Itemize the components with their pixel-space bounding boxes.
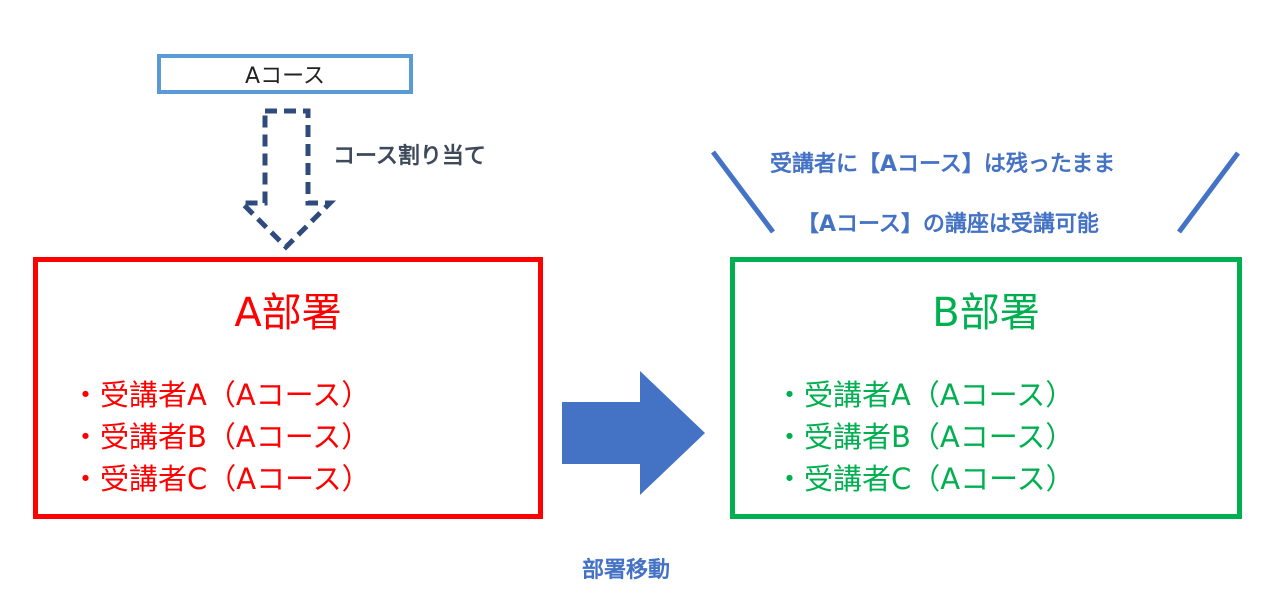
dept-a-member: ・受講者A（Aコース） <box>71 378 371 412</box>
note-line-2: 【Aコース】の講座は受講可能 <box>797 212 1099 237</box>
dept-a-member: ・受講者B（Aコース） <box>71 420 371 454</box>
dept-b-member-list: ・受講者A（Aコース） ・受講者B（Aコース） ・受講者C（Aコース） <box>775 374 1075 500</box>
dept-b-box: B部署 ・受講者A（Aコース） ・受講者B（Aコース） ・受講者C（Aコース） <box>730 257 1242 519</box>
dept-a-box: A部署 ・受講者A（Aコース） ・受講者B（Aコース） ・受講者C（Aコース） <box>33 257 543 519</box>
move-label: 部署移動 <box>582 558 671 583</box>
dept-a-member-list: ・受講者A（Aコース） ・受講者B（Aコース） ・受講者C（Aコース） <box>71 374 371 500</box>
note-line-1: 受講者に【Aコース】は残ったまま <box>770 152 1116 177</box>
dept-a-title: A部署 <box>234 290 342 336</box>
dept-a-member: ・受講者C（Aコース） <box>71 462 371 496</box>
assign-dashed-arrow <box>235 108 337 251</box>
course-box: Aコース <box>157 54 413 94</box>
note-bracket-right <box>1176 151 1241 234</box>
move-arrow <box>562 371 705 495</box>
course-box-label: Aコース <box>245 64 325 89</box>
dept-b-member: ・受講者C（Aコース） <box>775 462 1075 496</box>
assign-label: コース割り当て <box>333 144 486 169</box>
dept-b-member: ・受講者B（Aコース） <box>775 420 1075 454</box>
note-bracket-left <box>711 150 775 234</box>
dept-b-title: B部署 <box>932 290 1040 336</box>
dept-b-member: ・受講者A（Aコース） <box>775 378 1075 412</box>
